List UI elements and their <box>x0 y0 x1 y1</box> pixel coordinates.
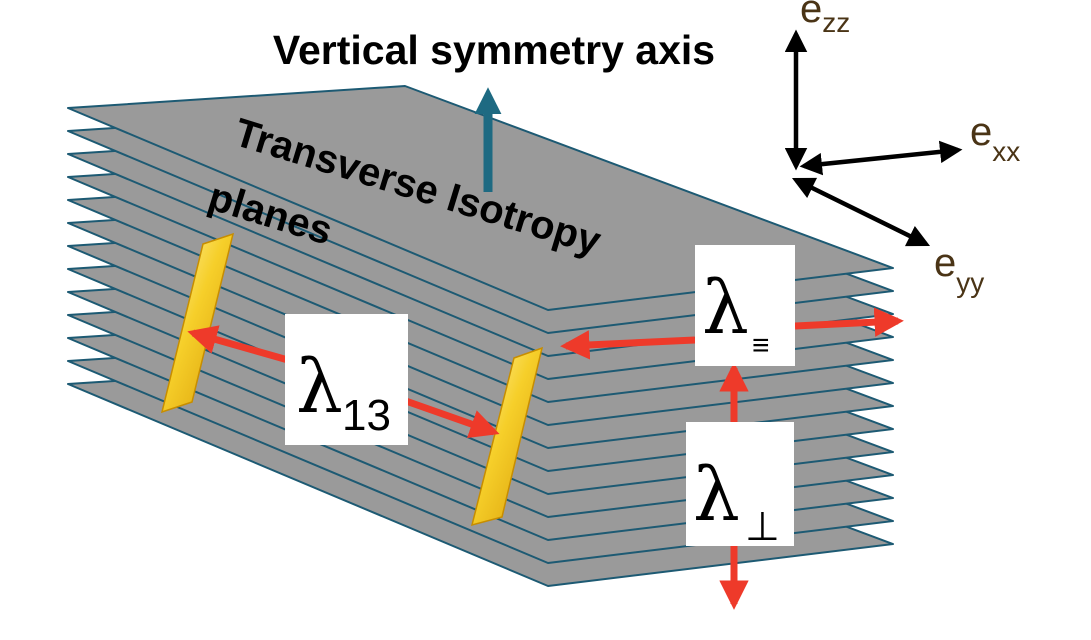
lambda-parallel-subscript: ≡ <box>752 329 770 362</box>
lambda13-arrow-right <box>401 396 500 439</box>
eyy-label: eyy <box>934 241 984 298</box>
lambda13-arrow-left <box>187 325 296 366</box>
ezz-label: ezz <box>800 0 850 38</box>
lambda-parallel-arrow-right <box>794 307 904 337</box>
eyy-axis-arrow <box>791 177 931 247</box>
crystal-plate-left <box>160 232 235 414</box>
isotropy-plane <box>67 85 894 311</box>
lambda-parallel-symbol: λ <box>702 265 749 351</box>
lambda13-subscript: 13 <box>342 391 391 440</box>
lambda-parallel-box: λ ≡ <box>695 245 795 366</box>
coordinate-axes: ezz exx eyy <box>784 0 1020 298</box>
exx-axis-arrow <box>799 140 963 176</box>
lambda-perp-subscript: ⊥ <box>745 505 780 549</box>
crystal-plate-right <box>470 346 544 527</box>
lambda-parallel-arrow-left <box>560 330 696 360</box>
lambda-perp-box: λ ⊥ <box>686 422 794 549</box>
lambda-perp-symbol: λ <box>693 452 740 538</box>
lambda13-box: λ 13 <box>285 314 408 445</box>
exx-label: exx <box>970 110 1020 167</box>
transverse-isotropy-plane-stack <box>67 85 894 587</box>
lambda13-symbol: λ <box>296 344 343 430</box>
title-label: Vertical symmetry axis <box>273 27 715 73</box>
